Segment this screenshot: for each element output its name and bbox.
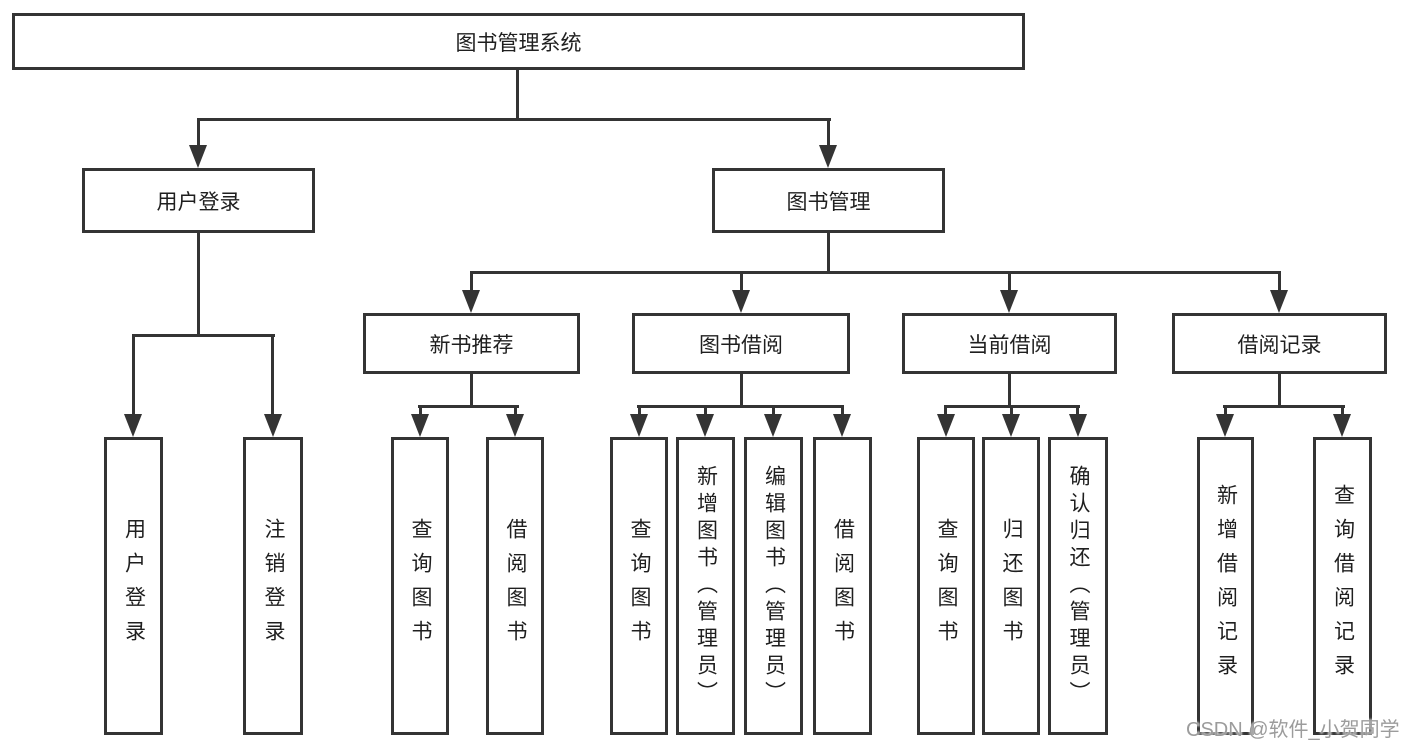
arrowhead-book-mgmt [819, 145, 837, 168]
node-book-management: 图书管理 [712, 168, 945, 233]
connector-leaf-logout-drop [271, 334, 274, 415]
connector-current-borrow-drop [1008, 271, 1011, 293]
connector-book-mgmt-stem [827, 233, 830, 274]
leaf-add-borrow-record-label: 新增借阅记录 [1214, 484, 1238, 688]
leaf-query-books-borrow-label: 查询图书 [628, 518, 651, 654]
connector-cb-leaf3-drop [1076, 405, 1079, 417]
leaf-borrow-books-recommend-label: 借阅图书 [504, 518, 527, 654]
arrowhead-bb-leaf3 [764, 414, 782, 437]
leaf-query-books-borrow: 查询图书 [610, 437, 668, 735]
leaf-edit-books-admin-label: 编辑图书（管理员） [762, 464, 786, 708]
leaf-confirm-return-admin-label: 确认归还（管理员） [1067, 464, 1090, 708]
connector-br-leaf1-drop [1224, 405, 1227, 417]
leaf-add-books-admin-label: 新增图书（管理员） [694, 464, 718, 708]
arrowhead-bb-leaf1 [630, 414, 648, 437]
connector-book-borrow-rail [637, 405, 844, 408]
connector-nb-leaf2-drop [514, 405, 517, 417]
connector-current-borrow-stem [1008, 374, 1011, 407]
leaf-query-books-current-label: 查询图书 [935, 518, 958, 654]
arrowhead-leaf-user-login [124, 414, 142, 437]
leaf-query-borrow-record: 查询借阅记录 [1313, 437, 1372, 735]
connector-bb-leaf4-drop [841, 405, 844, 417]
connector-cb-leaf2-drop [1010, 405, 1013, 417]
leaf-edit-books-admin: 编辑图书（管理员） [744, 437, 803, 735]
connector-new-book-rail [418, 405, 519, 408]
leaf-logout: 注销登录 [243, 437, 303, 735]
leaf-query-books-recommend-label: 查询图书 [409, 518, 432, 654]
arrowhead-bb-leaf2 [696, 414, 714, 437]
arrowhead-nb-leaf1 [411, 414, 429, 437]
csdn-watermark: CSDN @软件_小贺同学 [1186, 719, 1400, 741]
leaf-add-borrow-record: 新增借阅记录 [1197, 437, 1254, 735]
leaf-query-borrow-record-label: 查询借阅记录 [1331, 484, 1355, 688]
connector-br-leaf2-drop [1341, 405, 1344, 417]
arrowhead-cb-leaf1 [937, 414, 955, 437]
connector-borrow-records-drop [1278, 271, 1281, 293]
connector-user-login-rail [132, 334, 275, 337]
connector-root-stem [516, 70, 519, 118]
arrowhead-new-book [462, 290, 480, 313]
arrowhead-cb-leaf2 [1002, 414, 1020, 437]
arrowhead-nb-leaf2 [506, 414, 524, 437]
connector-cb-leaf1-drop [944, 405, 947, 417]
connector-book-borrow-stem [740, 374, 743, 407]
arrowhead-br-leaf1 [1216, 414, 1234, 437]
connector-bb-leaf2-drop [704, 405, 707, 417]
leaf-borrow-books-recommend: 借阅图书 [486, 437, 544, 735]
leaf-user-login: 用户登录 [104, 437, 163, 735]
connector-book-mgmt-rail [470, 271, 1280, 274]
leaf-borrow-books: 借阅图书 [813, 437, 872, 735]
arrowhead-bb-leaf4 [833, 414, 851, 437]
connector-book-borrow-drop [740, 271, 743, 293]
connector-new-book-drop [470, 271, 473, 293]
leaf-query-books-recommend: 查询图书 [391, 437, 449, 735]
arrowhead-user-login [189, 145, 207, 168]
connector-user-login-stem [197, 233, 200, 336]
connector-bb-leaf3-drop [772, 405, 775, 417]
connector-root-rail [197, 118, 831, 121]
connector-bb-leaf1-drop [638, 405, 641, 417]
leaf-user-login-label: 用户登录 [122, 518, 146, 654]
node-book-borrow: 图书借阅 [632, 313, 850, 374]
connector-new-book-stem [470, 374, 473, 407]
leaf-return-books: 归还图书 [982, 437, 1040, 735]
arrowhead-book-borrow [732, 290, 750, 313]
connector-leaf-user-login-drop [132, 334, 135, 415]
node-current-borrow: 当前借阅 [902, 313, 1117, 374]
connector-borrow-records-rail [1223, 405, 1345, 408]
node-user-login: 用户登录 [82, 168, 315, 233]
leaf-borrow-books-label: 借阅图书 [831, 518, 855, 654]
connector-book-mgmt-drop [827, 118, 830, 148]
arrowhead-br-leaf2 [1333, 414, 1351, 437]
connector-nb-leaf1-drop [419, 405, 422, 417]
leaf-logout-label: 注销登录 [262, 518, 285, 654]
connector-borrow-records-stem [1278, 374, 1281, 407]
leaf-return-books-label: 归还图书 [1000, 518, 1023, 654]
leaf-query-books-current: 查询图书 [917, 437, 975, 735]
leaf-confirm-return-admin: 确认归还（管理员） [1048, 437, 1108, 735]
node-new-book-recommend: 新书推荐 [363, 313, 580, 374]
arrowhead-leaf-logout [264, 414, 282, 437]
node-library-management-system: 图书管理系统 [12, 13, 1025, 70]
node-borrow-records: 借阅记录 [1172, 313, 1387, 374]
arrowhead-borrow-records [1270, 290, 1288, 313]
arrowhead-current-borrow [1000, 290, 1018, 313]
leaf-add-books-admin: 新增图书（管理员） [676, 437, 735, 735]
connector-user-login-drop [197, 118, 200, 148]
arrowhead-cb-leaf3 [1069, 414, 1087, 437]
